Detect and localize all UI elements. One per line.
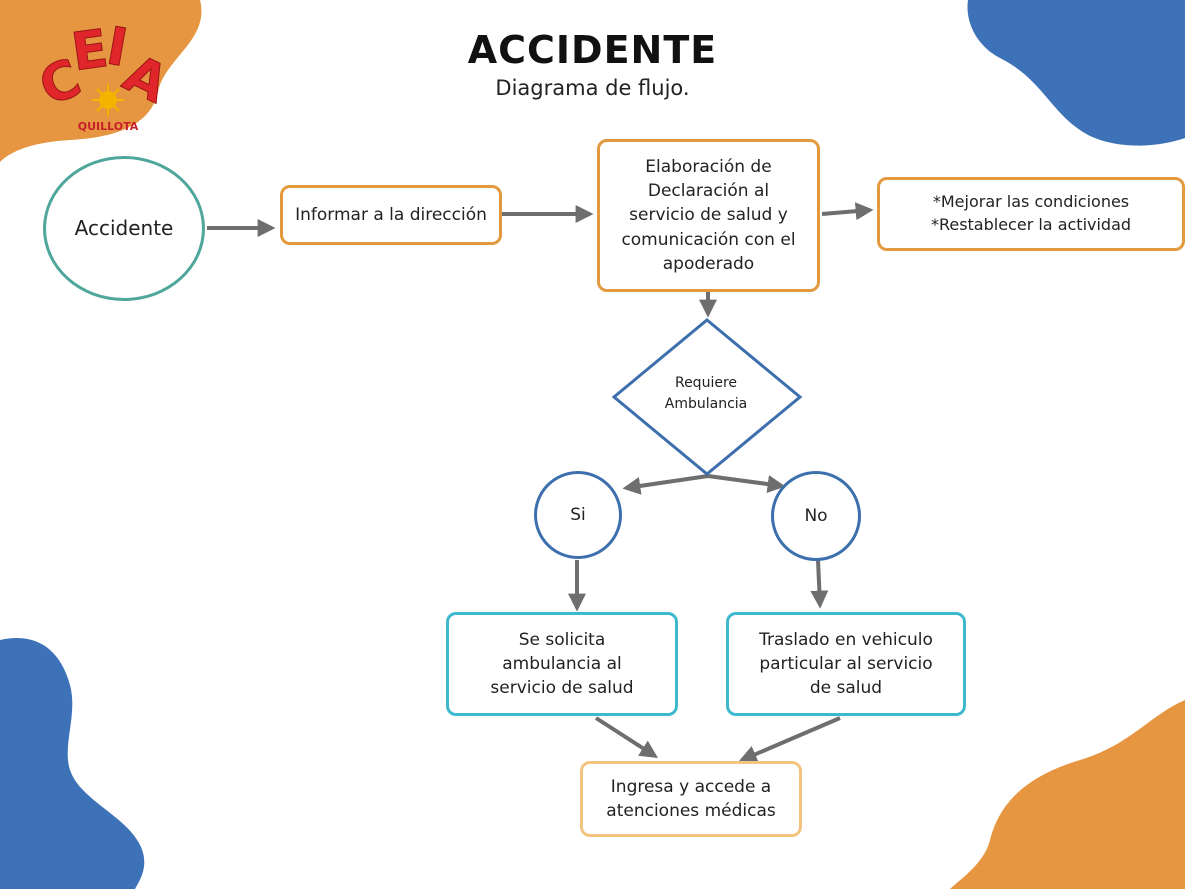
logo-place-text: QUILLOTA xyxy=(78,120,139,133)
decision-label: Requiere Ambulancia xyxy=(664,375,748,412)
node-solicita: Se solicita ambulancia al servicio de sa… xyxy=(446,612,678,716)
blue-blob-top-right xyxy=(967,0,1185,146)
node-no-label: No xyxy=(804,505,828,526)
ceia-logo: C E I A QUILLOTA xyxy=(31,16,178,133)
node-accidente: Accidente xyxy=(43,156,205,301)
node-informar-label: Informar a la dirección xyxy=(295,204,487,225)
node-mejorar: *Mejorar las condiciones *Restablecer la… xyxy=(877,177,1185,251)
node-elaboracion-label: Elaboración de Declaración al servicio d… xyxy=(621,157,796,274)
arrow-elaboracion-mejorar xyxy=(821,202,874,221)
page-title: ACCIDENTE xyxy=(467,28,718,72)
logo-letter-e: E xyxy=(68,19,112,83)
node-accidente-label: Accidente xyxy=(74,216,174,241)
node-ingresa: Ingresa y accede a atenciones médicas xyxy=(580,761,802,837)
arrow-traslado-ingresa xyxy=(738,716,841,763)
node-solicita-label: Se solicita ambulancia al servicio de sa… xyxy=(490,629,634,699)
node-traslado: Traslado en vehiculo particular al servi… xyxy=(726,612,966,716)
node-mejorar-label: *Mejorar las condiciones *Restablecer la… xyxy=(930,192,1132,234)
sun-icon xyxy=(92,84,124,116)
node-ingresa-label: Ingresa y accede a atenciones médicas xyxy=(606,776,776,821)
node-elaboracion: Elaboración de Declaración al servicio d… xyxy=(597,139,820,292)
node-no: No xyxy=(771,471,861,561)
decision-diamond xyxy=(611,318,803,476)
orange-blob-top-left xyxy=(0,0,202,162)
node-si: Si xyxy=(534,471,622,559)
node-informar: Informar a la dirección xyxy=(280,185,502,245)
blue-blob-bottom-left xyxy=(0,637,145,889)
arrow-no-traslado xyxy=(810,559,829,609)
orange-blob-bottom-right xyxy=(950,700,1185,889)
arrow-decision-no xyxy=(707,474,786,493)
arrow-decision-si xyxy=(622,474,709,495)
arrow-solicita-ingresa xyxy=(594,716,659,758)
node-traslado-label: Traslado en vehiculo particular al servi… xyxy=(759,629,933,699)
node-si-label: Si xyxy=(570,504,586,525)
page-subtitle: Diagrama de flujo. xyxy=(495,76,690,100)
